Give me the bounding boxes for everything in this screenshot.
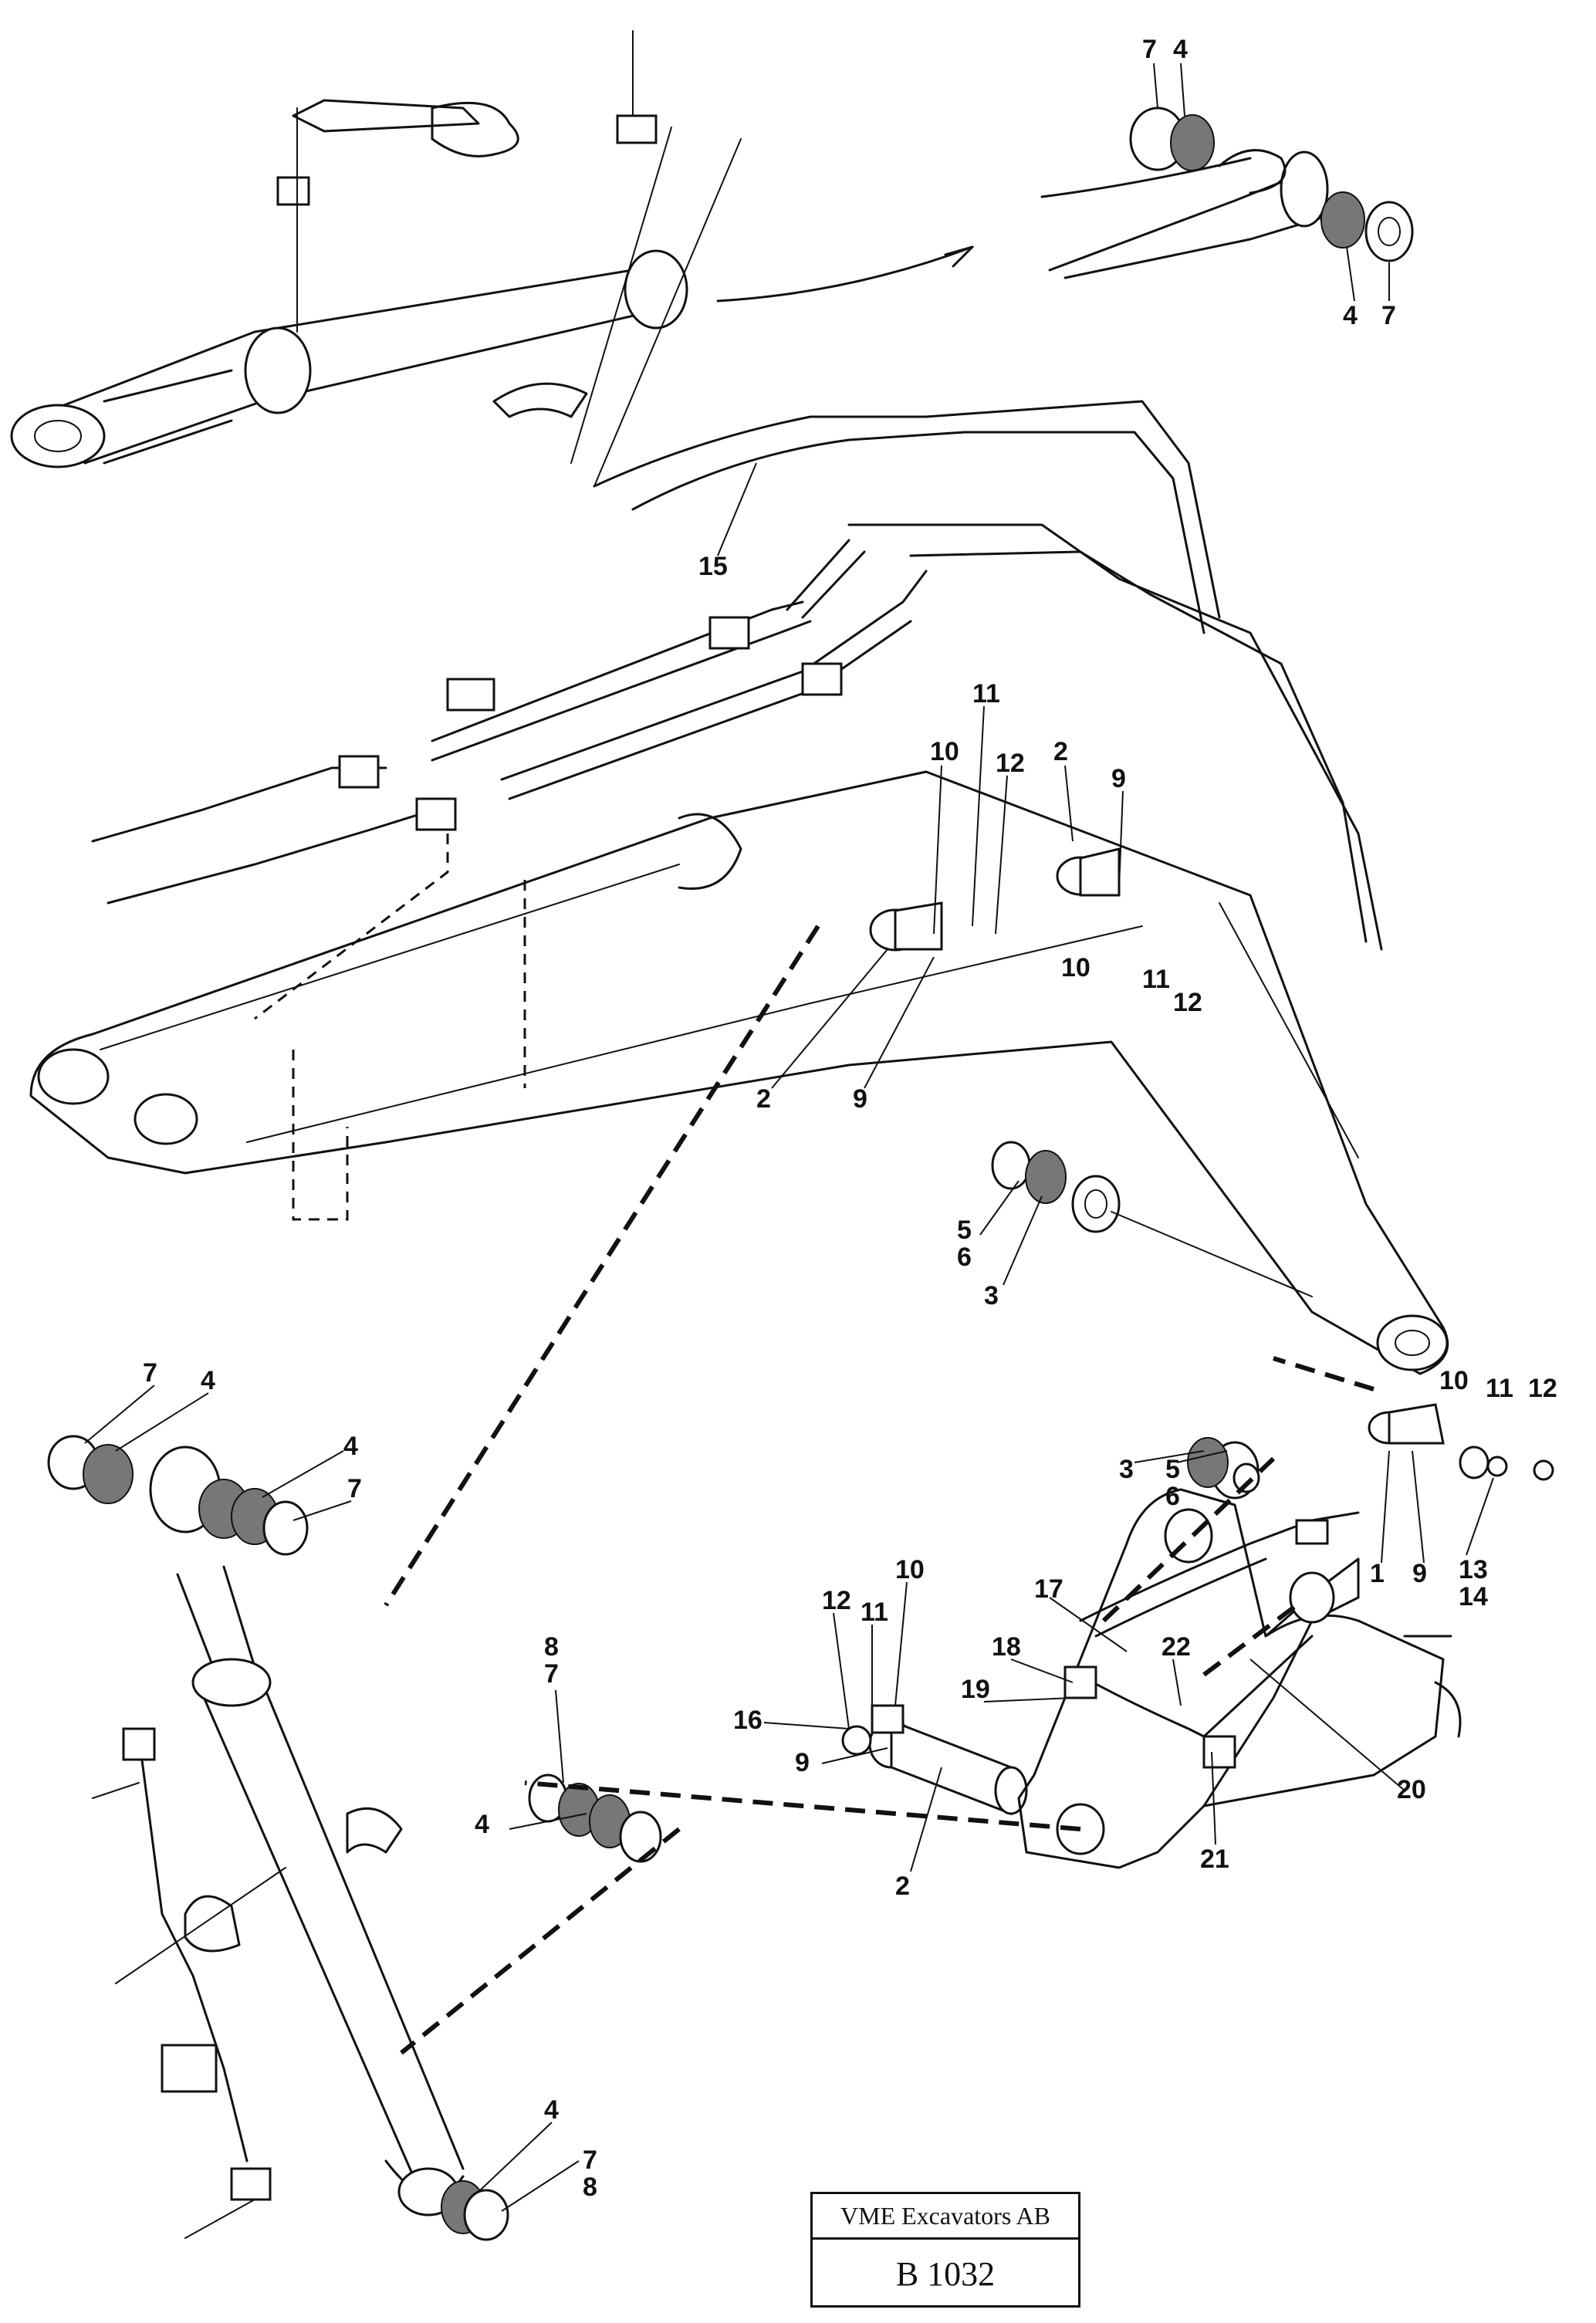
title-block: VME Excavators AB B 1032 [810, 2192, 1080, 2308]
callout-11: 11 [861, 1598, 888, 1627]
callout-8: 8 [583, 2173, 597, 2202]
dashed-reference-lines [254, 834, 1375, 2055]
callout-18: 18 [992, 1632, 1021, 1662]
callout-12: 12 [1528, 1374, 1557, 1403]
callout-9: 9 [1412, 1559, 1427, 1588]
boom-cylinder-top [10, 30, 974, 487]
callout-6: 6 [1165, 1482, 1180, 1511]
callout-12: 12 [1173, 988, 1202, 1017]
callout-1: 1 [1370, 1559, 1385, 1588]
callout-leaders [84, 63, 1494, 2212]
callout-3: 3 [1119, 1455, 1134, 1484]
callout-6: 6 [957, 1243, 972, 1272]
callout-21: 21 [1200, 1845, 1229, 1874]
callout-4: 4 [201, 1366, 215, 1395]
callout-8: 8 [544, 1632, 559, 1662]
callout-5: 5 [1165, 1455, 1180, 1484]
callout-7: 7 [544, 1659, 559, 1689]
callout-12: 12 [996, 749, 1025, 778]
callout-7: 7 [1142, 35, 1157, 64]
callout-19: 19 [961, 1675, 990, 1704]
callout-labels: 7 4 4 7 15 11 10 12 2 9 10 11 12 2 9 5 6… [143, 35, 1557, 2202]
callout-9: 9 [1111, 764, 1126, 793]
callout-7: 7 [143, 1358, 157, 1388]
company-name: VME Excavators AB [813, 2194, 1078, 2240]
callout-11: 11 [1142, 965, 1170, 994]
callout-7: 7 [347, 1474, 362, 1503]
callout-7: 7 [1381, 301, 1396, 330]
callout-2: 2 [756, 1084, 771, 1114]
hydraulic-lines [91, 400, 1383, 951]
callout-3: 3 [984, 1281, 999, 1310]
cylinder-end-detail-top-right [1040, 107, 1414, 279]
callout-4: 4 [343, 1432, 358, 1461]
callout-10: 10 [895, 1555, 925, 1584]
callout-11: 11 [1486, 1374, 1513, 1403]
link-pin-bushings [528, 1704, 1028, 1863]
callout-10: 10 [930, 737, 959, 766]
callout-14: 14 [1459, 1582, 1488, 1611]
callout-12: 12 [822, 1586, 851, 1615]
callout-4: 4 [1173, 35, 1188, 64]
main-boom [29, 770, 1449, 1375]
callout-10: 10 [1061, 953, 1090, 982]
callout-13: 13 [1459, 1555, 1488, 1584]
callout-20: 20 [1397, 1775, 1426, 1804]
callout-15: 15 [698, 552, 728, 581]
callout-2: 2 [1053, 737, 1068, 766]
callout-4: 4 [475, 1810, 489, 1839]
callout-11: 11 [972, 679, 1000, 708]
callout-2: 2 [895, 1872, 910, 1901]
callout-9: 9 [795, 1748, 810, 1777]
drawing-number: B 1032 [895, 2254, 996, 2293]
callout-16: 16 [733, 1706, 762, 1735]
callout-10: 10 [1439, 1366, 1469, 1395]
callout-7: 7 [583, 2145, 597, 2175]
callout-4: 4 [544, 2095, 559, 2125]
boom-cylinder-bottom-left [47, 1435, 509, 2241]
dipper-arm-end [1017, 1403, 1554, 1869]
boom-foot-bearings [991, 1141, 1313, 1297]
callout-17: 17 [1034, 1574, 1063, 1604]
callout-4: 4 [1343, 301, 1358, 330]
callout-22: 22 [1161, 1632, 1191, 1662]
callout-5: 5 [957, 1216, 972, 1245]
callout-9: 9 [853, 1084, 867, 1114]
